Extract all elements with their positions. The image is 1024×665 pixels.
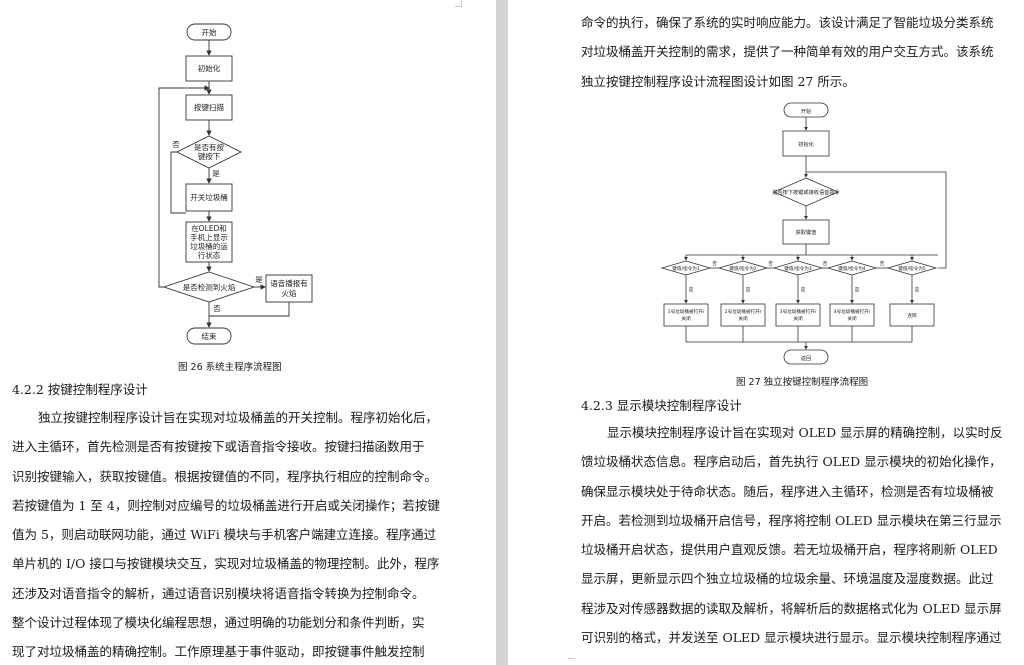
paragraph-line: 单片机的 I/O 接口与按键模块交互，实现对垃圾桶盖的物理控制。此外，程序 xyxy=(12,556,440,572)
flow27-branch-action: 2号垃圾桶被打开/ xyxy=(725,308,762,315)
section-heading-4-2-2: 4.2.2 按键控制程序设计 xyxy=(12,382,148,397)
section-4-2-2-paragraph: 独立按键控制程序设计旨在实现对垃圾桶盖的开关控制。程序初始化后， 进入主循环，首… xyxy=(12,403,440,665)
paragraph-line: 馈垃圾桶状态信息。程序启动后，首先执行 OLED 显示模块的初始化操作， xyxy=(581,454,1002,470)
flow27-no-label: 否 xyxy=(880,261,885,267)
flow27-branch-action: 3号垃圾桶被打开/ xyxy=(780,308,817,315)
paragraph-line: 独立按键控制程序设计旨在实现对垃圾桶盖的开关控制。程序初始化后， xyxy=(38,410,439,425)
right-top-paragraph: 命令的执行，确保了系统的实时响应能力。该设计满足了智能垃圾分类系统 对垃圾桶盖开… xyxy=(581,8,994,96)
flow-oled-line3: 垃圾桶的运 xyxy=(190,241,228,251)
paragraph-line: 命令的执行，确保了系统的实时响应能力。该设计满足了智能垃圾分类系统 xyxy=(581,15,994,30)
flow27-branch-action: 关闭 xyxy=(793,315,803,322)
flow27-no-label: 否 xyxy=(823,261,828,267)
section-4-2-3-paragraph: 显示模块控制程序设计旨在实现对 OLED 显示屏的精确控制，以实时反 馈垃圾桶状… xyxy=(581,418,1003,652)
flow27-branch-action: 连网 xyxy=(907,312,917,319)
flow27-branch: 键值/指令为3 否是 3号垃圾桶被打开/关闭 xyxy=(772,255,828,342)
flow27-yes-label: 是 xyxy=(801,287,806,293)
flow27-branch-condition: 键值/指令为3 xyxy=(784,265,812,272)
flow27-branch-action: 关闭 xyxy=(847,315,857,322)
key-control-flowchart: 键值/指令为1 否是 1号垃圾桶被打开/关闭 键值/指令为2 否是 2号垃圾桶被打开/关闭… xyxy=(660,102,947,365)
page-corner-mark xyxy=(568,658,575,659)
paragraph-line: 对垃圾桶盖开关控制的需求，提供了一种简单有效的用户交互方式。该系统 xyxy=(581,44,994,60)
flow-voice-line2: 火焰 xyxy=(282,288,297,298)
paragraph-line: 值为 5，则启动联网功能，通过 WiFi 模块与手机客户端建立连接。程序通过 xyxy=(12,527,437,543)
flow27-decision-label: 是否按下按键或接收语音指令 xyxy=(772,188,840,196)
paragraph-line: 现了对垃圾桶盖的精确控制。工作原理基于事件驱动，即按键事件触发控制 xyxy=(12,644,425,660)
flow27-branch-condition: 键值/指令为1 xyxy=(672,265,700,272)
paragraph-line: 进入主循环，首先检测是否有按键按下或语音指令接收。按键扫描函数用于 xyxy=(12,439,425,455)
paragraph-line: 确保显示模块处于待命状态。随后，程序进入主循环，检测是否有垃圾桶被 xyxy=(581,483,994,499)
flow-fire-no-label: 否 xyxy=(213,304,221,313)
flow27-yes-label: 是 xyxy=(689,287,694,293)
paragraph-line: 识别按键输入，获取按键值。根据按键值的不同，程序执行相应的控制命令。 xyxy=(12,468,438,484)
flow-open-bin-label: 开关垃圾桶 xyxy=(190,192,228,202)
flow-no-label: 否 xyxy=(172,140,180,149)
flow-decision-key-line1: 是否有按 xyxy=(194,142,224,152)
figure-26-caption: 图 26 系统主程序流程图 xyxy=(178,362,282,373)
flow27-branch: 键值/指令为4 否是 4号垃圾桶被打开/关闭 xyxy=(826,255,888,342)
paragraph-line: 程涉及对传感器数据的读取及解析，将解析后的数据格式化为 OLED 显示屏 xyxy=(581,600,1002,616)
flow27-start-label: 开始 xyxy=(801,107,812,115)
figure-27-caption: 图 27 独立按键控制程序流程图 xyxy=(736,377,869,388)
main-program-flowchart: 开始 初始化 按键扫描 是否有按 键按下 否 是 开关垃圾桶 在OLED和 手机… xyxy=(158,23,313,345)
paragraph-line: 显示模块控制程序设计旨在实现对 OLED 显示屏的精确控制，以实时反 xyxy=(607,425,1003,440)
flow27-branch: 键值/指令为1 否是 1号垃圾桶被打开/关闭 xyxy=(660,255,719,342)
flow27-branch-action: 关闭 xyxy=(738,315,748,322)
flow27-no-label: 否 xyxy=(768,261,773,267)
flow27-branch-action: 4号垃圾桶被打开/ xyxy=(834,308,871,315)
flow-decision-key-line2: 键按下 xyxy=(198,151,221,161)
flow27-init-label: 初始化 xyxy=(798,140,814,148)
flow27-branch: 键值/指令为2 否是 2号垃圾桶被打开/关闭 xyxy=(717,255,774,342)
paragraph-line: 垃圾桶开启状态，提供用户直观反馈。若无垃圾桶开启，程序将刷新 OLED xyxy=(581,542,998,558)
flow-oled-line4: 行状态 xyxy=(198,250,221,260)
flow27-branch-condition: 键值/指令为2 xyxy=(729,265,757,272)
paragraph-line: 显示屏，更新显示四个独立垃圾桶的垃圾余量、环境温度及湿度数据。此过 xyxy=(581,571,994,587)
flow27-yes-label: 是 xyxy=(915,287,920,293)
paragraph-line: 独立按键控制程序设计流程图设计如图 27 所示。 xyxy=(581,73,855,89)
flow27-yes-label: 是 xyxy=(746,287,751,293)
paragraph-line: 整个设计过程体现了模块化编程思想，通过明确的功能划分和条件判断，实 xyxy=(12,615,425,631)
flow-voice-line1: 语音播报有 xyxy=(270,278,308,288)
left-document-page: 开始 初始化 按键扫描 是否有按 键按下 否 是 开关垃圾桶 在OLED和 手机… xyxy=(0,0,496,665)
flow-start-label: 开始 xyxy=(202,27,217,37)
section-heading-4-2-3: 4.2.3 显示模块控制程序设计 xyxy=(581,398,742,413)
flow27-branch-condition: 键值/指令为5 xyxy=(898,265,926,272)
right-document-page: 命令的执行，确保了系统的实时响应能力。该设计满足了智能垃圾分类系统 对垃圾桶盖开… xyxy=(508,0,1024,665)
paragraph-line: 开启。若检测到垃圾桶开启信号，程序将控制 OLED 显示模块在第三行显示 xyxy=(581,512,1002,528)
flow-scan-label: 按键扫描 xyxy=(194,102,224,112)
flow27-yes-label: 是 xyxy=(855,287,860,293)
flow-init-label: 初始化 xyxy=(198,63,221,73)
flow27-branch: 键值/指令为5 是连网 xyxy=(886,255,938,342)
flow27-branch-action: 关闭 xyxy=(681,315,691,322)
flow-decision-fire-label: 是否检测到火焰 xyxy=(183,282,236,292)
paragraph-line: 还涉及对语音指令的解析，通过语音识别模块将语音指令转换为控制命令。 xyxy=(12,585,425,601)
paragraph-line: 可识别的格式，并发送至 OLED 显示模块进行显示。显示模块控制程序通过 xyxy=(581,630,1002,646)
page-gap xyxy=(496,0,508,665)
flow27-no-label: 否 xyxy=(712,261,717,267)
flow27-getkey-label: 获取键值 xyxy=(796,228,817,236)
flow27-end-label: 返回 xyxy=(801,355,811,362)
flow27-branch-action: 1号垃圾桶被打开/ xyxy=(668,308,705,315)
flow-oled-line1: 在OLED和 xyxy=(191,223,227,233)
flow27-branch-condition: 键值/指令为4 xyxy=(838,265,866,272)
flow-yes-label: 是 xyxy=(212,169,220,178)
flow-fire-yes-label: 是 xyxy=(255,275,263,284)
flow-end-label: 结束 xyxy=(202,331,217,341)
flow-oled-line2: 手机上显示 xyxy=(190,232,228,242)
paragraph-line: 若按键值为 1 至 4，则控制对应编号的垃圾桶盖进行开启或关闭操作；若按键 xyxy=(12,497,440,513)
